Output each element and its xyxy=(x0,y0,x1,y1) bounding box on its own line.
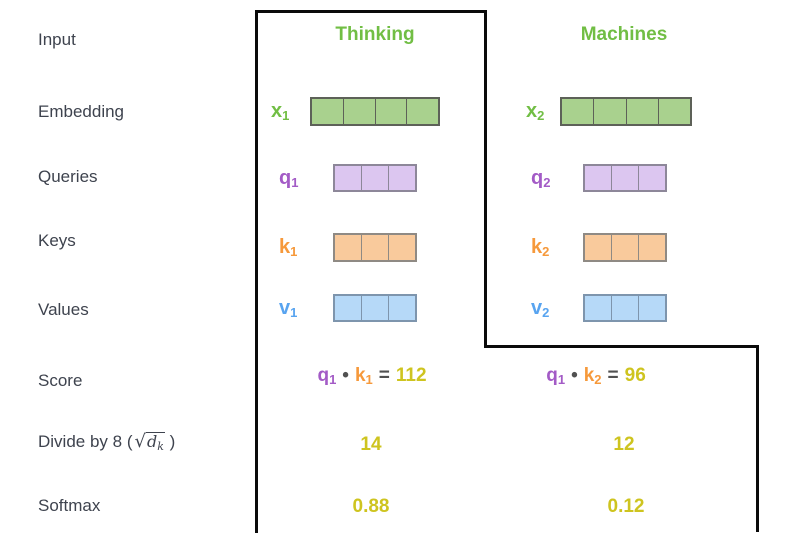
score-expression-2: q1•k2=96 xyxy=(546,365,646,387)
key-vector-k1 xyxy=(333,233,417,262)
vector-cell xyxy=(361,235,388,260)
vector-label-v2: v2 xyxy=(531,297,550,320)
vector-cell xyxy=(611,296,638,320)
score-expression-1: q1•k1=112 xyxy=(317,365,427,387)
column-header-machines: Machines xyxy=(580,24,668,45)
row-label-divide: Divide by 8 (√dk ) xyxy=(38,432,175,455)
vector-cell xyxy=(312,99,343,124)
vector-cell xyxy=(388,166,415,190)
vector-label-x2: x2 xyxy=(526,100,545,123)
softmax-value-1: 0.88 xyxy=(352,496,390,517)
divide-radicand-sub: k xyxy=(157,440,164,453)
row-label-softmax: Softmax xyxy=(38,496,101,515)
query-vector-q1 xyxy=(333,164,417,192)
vector-label-q2: q2 xyxy=(531,167,551,190)
row-label-input: Input xyxy=(38,30,76,49)
vector-cell xyxy=(374,99,407,124)
vector-cell xyxy=(388,235,415,260)
vector-cell xyxy=(388,296,415,320)
divide-label-suffix: ) xyxy=(169,432,176,451)
row-label-queries: Queries xyxy=(38,167,98,186)
vector-cell xyxy=(342,99,375,124)
value-vector-v2 xyxy=(583,294,667,322)
divided-value-1: 14 xyxy=(360,434,382,455)
vector-label-x1: x1 xyxy=(271,100,290,123)
sqrt-icon: √ xyxy=(134,431,146,452)
dot-operator: • xyxy=(342,365,349,386)
vector-cell xyxy=(657,99,690,124)
equals-operator: = xyxy=(607,365,619,386)
column-header-thinking: Thinking xyxy=(335,24,415,45)
vector-cell xyxy=(406,99,438,124)
score-value-2: 96 xyxy=(624,365,646,386)
vector-cell xyxy=(638,296,665,320)
vector-cell xyxy=(611,166,638,190)
divide-label-prefix: Divide by 8 ( xyxy=(38,432,133,451)
vector-cell xyxy=(585,296,611,320)
vector-cell xyxy=(593,99,625,124)
vector-cell xyxy=(585,235,611,260)
vector-label-k2: k2 xyxy=(531,236,550,259)
vector-cell xyxy=(625,99,658,124)
divided-value-2: 12 xyxy=(613,434,635,455)
vector-cell xyxy=(361,166,388,190)
vector-cell xyxy=(335,235,361,260)
query-vector-q2 xyxy=(583,164,667,192)
vector-cell xyxy=(361,296,388,320)
embedding-vector-x1 xyxy=(310,97,440,126)
vector-label-v1: v1 xyxy=(279,297,298,320)
row-label-score: Score xyxy=(38,371,83,390)
vector-label-q1: q1 xyxy=(279,167,299,190)
row-label-embedding: Embedding xyxy=(38,102,125,121)
divide-radicand: d xyxy=(146,432,158,451)
row-label-values: Values xyxy=(38,300,89,319)
value-vector-v1 xyxy=(333,294,417,322)
vector-cell xyxy=(638,166,665,190)
vector-cell xyxy=(335,296,361,320)
vector-cell xyxy=(585,166,611,190)
vector-cell xyxy=(638,235,665,260)
equals-operator: = xyxy=(378,365,390,386)
vector-cell xyxy=(562,99,593,124)
vector-cell xyxy=(611,235,638,260)
vector-label-k1: k1 xyxy=(279,236,298,259)
dot-operator: • xyxy=(571,365,578,386)
vector-cell xyxy=(335,166,361,190)
key-vector-k2 xyxy=(583,233,667,262)
softmax-value-2: 0.12 xyxy=(607,496,645,517)
score-value-1: 112 xyxy=(395,365,427,386)
row-label-keys: Keys xyxy=(38,231,76,250)
embedding-vector-x2 xyxy=(560,97,692,126)
